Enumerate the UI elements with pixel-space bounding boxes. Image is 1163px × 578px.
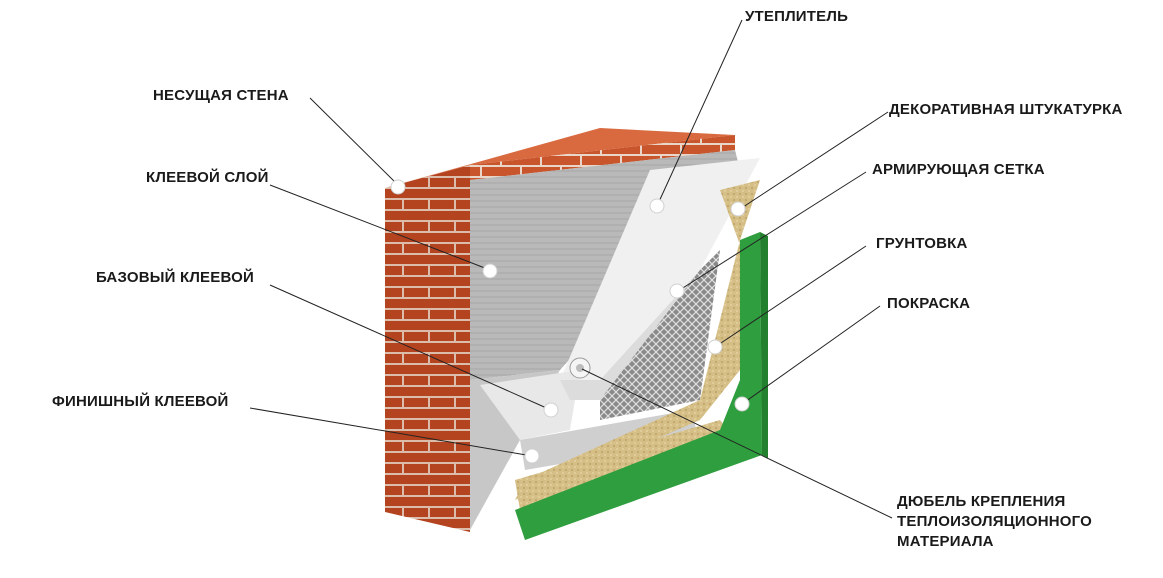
- label-base-adhesive: БАЗОВЫЙ КЛЕЕВОЙ: [96, 269, 254, 286]
- marker-insulation: [649, 198, 665, 214]
- label-dowel-line-2: ТЕПЛОИЗОЛЯЦИОННОГО: [897, 513, 1093, 530]
- label-dowel-line-1: ДЮБЕЛЬ КРЕПЛЕНИЯ: [897, 493, 1066, 510]
- label-painting: ПОКРАСКА: [887, 295, 971, 312]
- label-primer: ГРУНТОВКА: [876, 235, 968, 252]
- leader-primer: [714, 245, 867, 348]
- marker-painting: [734, 396, 750, 412]
- decorative-plaster-layer: [515, 180, 760, 510]
- marker-reinforcing-mesh: [669, 283, 685, 299]
- dowel-icon: [569, 357, 591, 379]
- marker-adhesive-layer: [482, 263, 498, 279]
- leader-lines: [249, 19, 893, 519]
- paint-layer: [515, 232, 768, 540]
- marker-decorative-plaster: [730, 201, 746, 217]
- marker-primer: [707, 339, 723, 355]
- leader-decorative-plaster: [739, 111, 889, 210]
- label-bearing-wall: НЕСУЩАЯ СТЕНА: [153, 87, 289, 104]
- leader-base-adhesive: [269, 284, 552, 411]
- leader-bearing-wall: [309, 97, 399, 186]
- leader-adhesive-layer: [269, 184, 491, 271]
- leader-painting: [741, 305, 881, 405]
- leader-insulation: [656, 19, 743, 207]
- reinforcing-mesh-layer: [600, 250, 720, 420]
- marker-base-adhesive: [543, 402, 559, 418]
- label-dowel-line-3: МАТЕРИАЛА: [897, 533, 994, 550]
- marker-dots: [390, 179, 750, 464]
- label-adhesive-layer: КЛЕЕВОЙ СЛОЙ: [146, 169, 269, 186]
- marker-bearing-wall: [390, 179, 406, 195]
- leader-reinforcing-mesh: [677, 171, 867, 292]
- brick-wall-layer: [385, 128, 735, 532]
- label-dowel: ДЮБЕЛЬ КРЕПЛЕНИЯ ТЕПЛОИЗОЛЯЦИОННОГО МАТЕ…: [897, 492, 1137, 552]
- leader-finish-adhesive: [249, 407, 533, 457]
- marker-finish-adhesive: [524, 448, 540, 464]
- label-reinforcing-mesh: АРМИРУЮЩАЯ СЕТКА: [872, 161, 1045, 178]
- leader-dowel: [581, 368, 893, 519]
- label-finish-adhesive: ФИНИШНЫЙ КЛЕЕВОЙ: [52, 393, 229, 410]
- label-insulation: УТЕПЛИТЕЛЬ: [745, 8, 849, 25]
- label-decorative-plaster: ДЕКОРАТИВНАЯ ШТУКАТУРКА: [889, 101, 1123, 118]
